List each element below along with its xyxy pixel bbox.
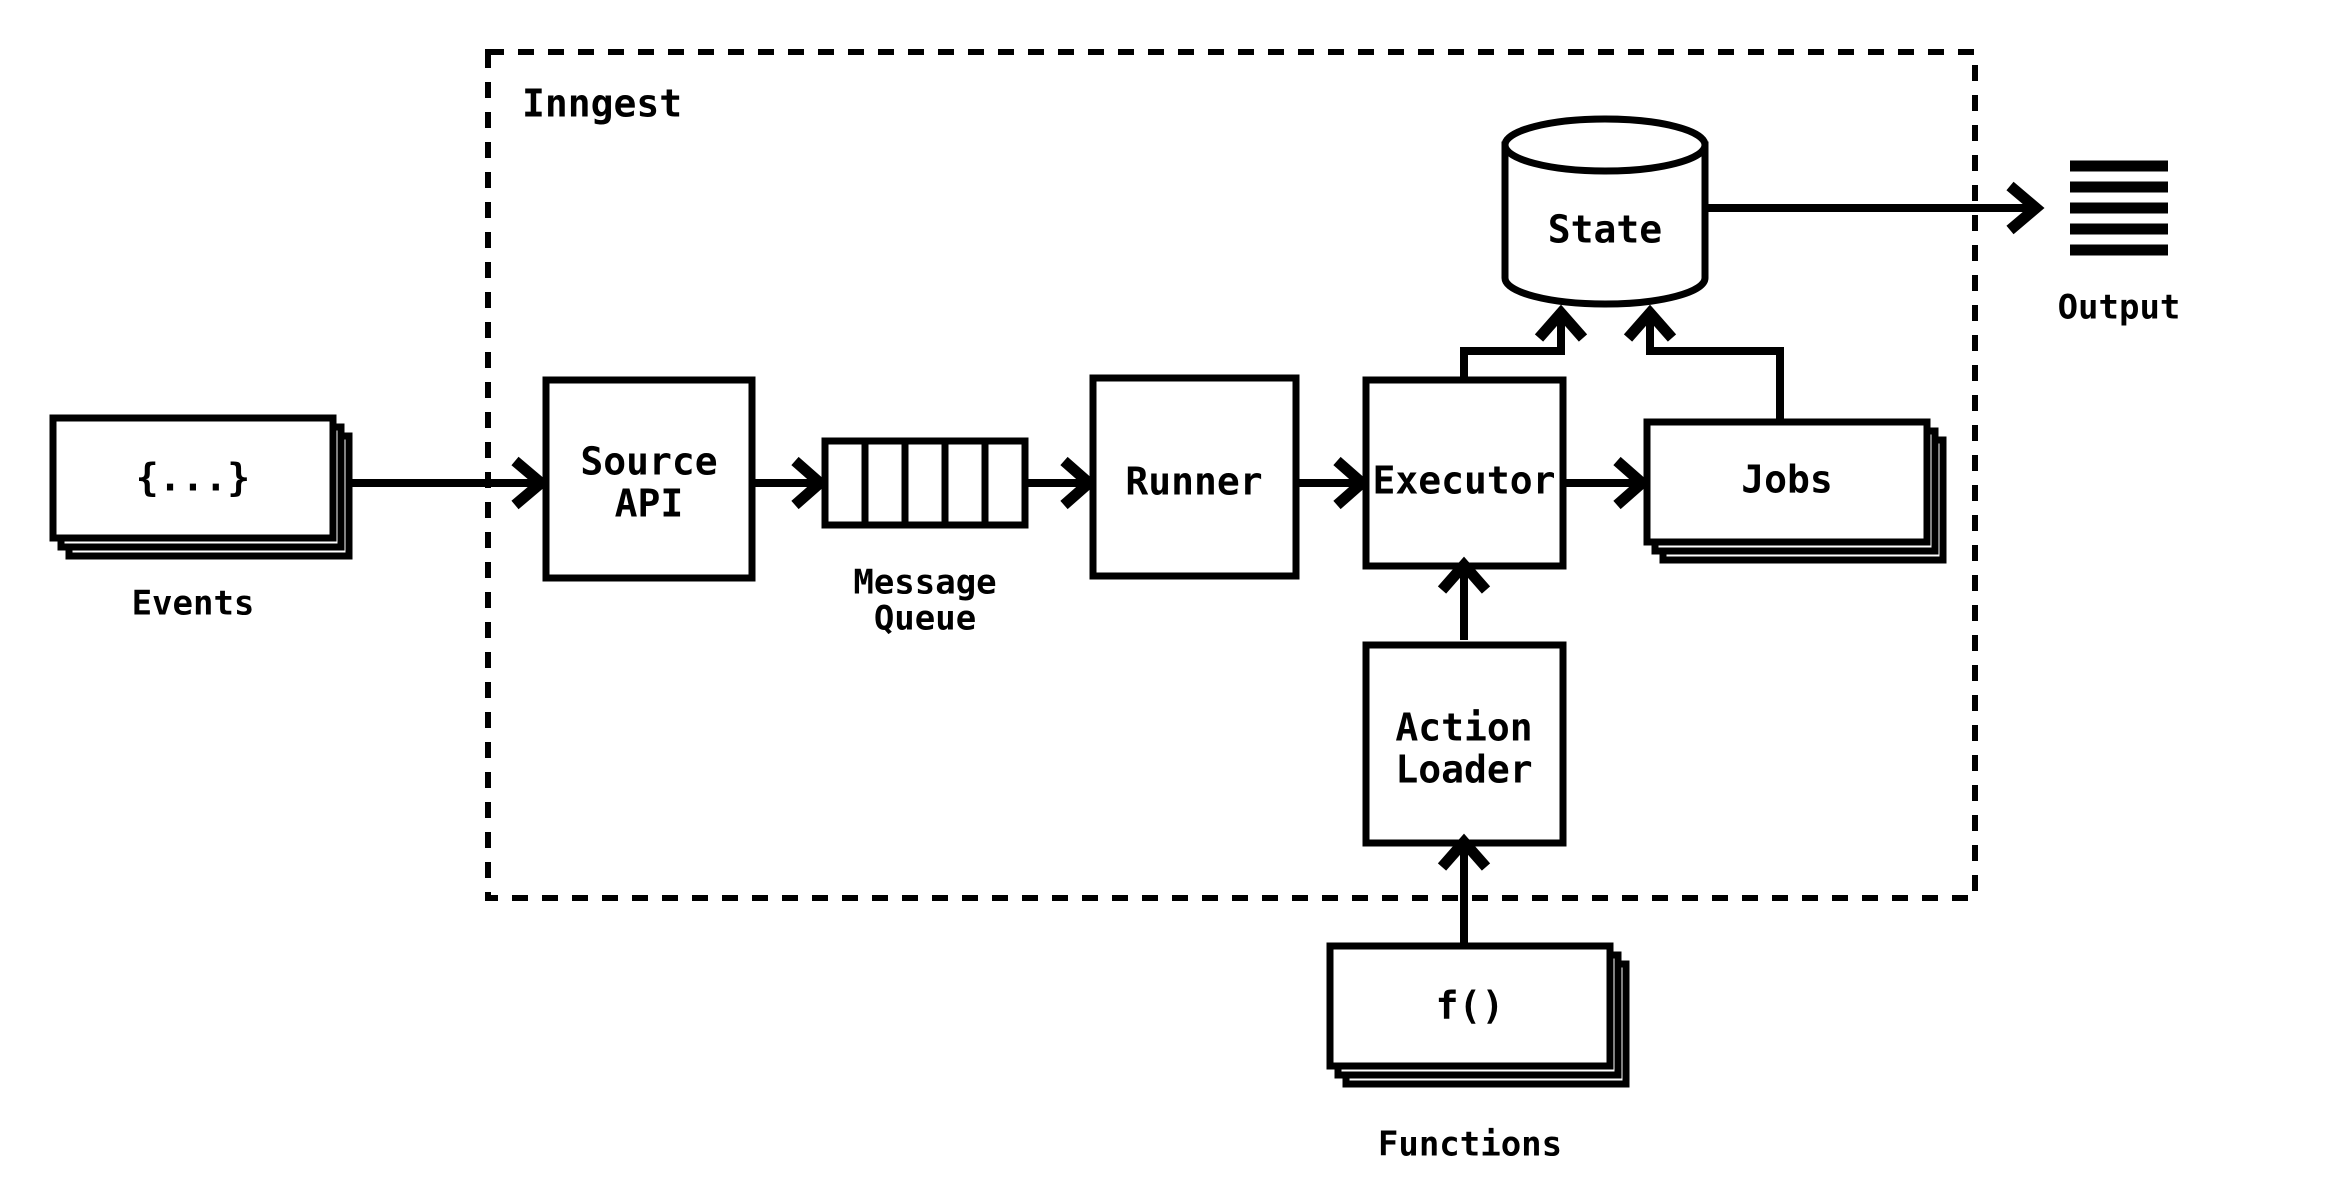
node-action-loader[interactable]: Action Loader bbox=[1362, 641, 1567, 847]
edge-state-to-output bbox=[1705, 181, 2045, 235]
jobs-label: Jobs bbox=[1741, 458, 1833, 502]
source-api-box bbox=[542, 376, 756, 582]
node-runner[interactable]: Runner bbox=[1089, 374, 1300, 580]
inngest-boundary bbox=[485, 49, 1978, 901]
edge-jobs-state-arrowhead bbox=[1623, 304, 1677, 342]
edge-runner-arrowhead bbox=[1333, 456, 1371, 510]
node-source-api[interactable]: Source API bbox=[542, 376, 756, 582]
events-stack-layer-1 bbox=[49, 414, 337, 542]
jobs-stack-layer-1 bbox=[1643, 418, 1931, 546]
inngest-boundary-title: Inngest bbox=[522, 82, 682, 126]
action-loader-label-line2: Loader bbox=[1395, 748, 1532, 792]
node-message-queue[interactable] bbox=[821, 437, 1029, 529]
edge-sourceapi-arrowhead bbox=[791, 456, 829, 510]
runner-box bbox=[1089, 374, 1300, 580]
events-caption: Events bbox=[132, 584, 255, 624]
node-jobs[interactable]: Jobs bbox=[1643, 418, 1947, 564]
message-queue-caption-line1: Message bbox=[853, 563, 996, 603]
action-loader-box bbox=[1362, 641, 1567, 847]
source-api-label-line1: Source bbox=[580, 440, 717, 484]
events-label: {...} bbox=[136, 456, 250, 500]
executor-label: Executor bbox=[1372, 459, 1555, 503]
edge-functions-to-action-loader bbox=[1437, 833, 1491, 945]
edge-executor-to-state bbox=[1460, 304, 1588, 380]
runner-label: Runner bbox=[1125, 460, 1262, 504]
node-functions[interactable]: f() bbox=[1326, 942, 1630, 1088]
edge-events-to-source-api bbox=[349, 456, 550, 510]
edge-executor-state-line bbox=[1460, 316, 1565, 380]
state-cylinder-body bbox=[1501, 141, 1709, 308]
edge-runner-to-executor bbox=[1296, 456, 1371, 510]
edge-al-executor-arrowhead bbox=[1437, 556, 1491, 594]
edge-state-output-arrowhead bbox=[2006, 181, 2045, 235]
edge-fn-al-arrowhead bbox=[1437, 833, 1491, 871]
edge-message-queue-to-runner bbox=[1025, 456, 1098, 510]
node-events[interactable]: {...} bbox=[49, 414, 353, 560]
edge-executor-jobs-arrowhead bbox=[1613, 456, 1651, 510]
edge-events-arrowhead bbox=[511, 456, 550, 510]
edge-executor-state-arrowhead bbox=[1534, 304, 1588, 342]
action-loader-label-line1: Action bbox=[1395, 706, 1532, 750]
functions-label: f() bbox=[1436, 984, 1505, 1028]
message-queue-caption-line2: Queue bbox=[874, 599, 976, 639]
edge-executor-to-jobs bbox=[1563, 456, 1651, 510]
edge-jobs-state-line bbox=[1646, 316, 1784, 422]
state-label: State bbox=[1548, 208, 1662, 252]
node-state[interactable]: State bbox=[1501, 115, 1709, 308]
node-executor[interactable]: Executor bbox=[1362, 376, 1567, 570]
state-cylinder-top bbox=[1501, 115, 1709, 175]
functions-stack-layer-1 bbox=[1326, 942, 1614, 1070]
source-api-label-line2: API bbox=[615, 482, 684, 526]
functions-caption: Functions bbox=[1378, 1125, 1562, 1165]
output-caption: Output bbox=[2058, 288, 2181, 328]
message-queue-body bbox=[821, 437, 1029, 529]
edge-jobs-to-state bbox=[1623, 304, 1784, 422]
edge-source-api-to-message-queue bbox=[752, 456, 829, 510]
output-icon[interactable] bbox=[2070, 160, 2168, 256]
edge-action-loader-to-executor bbox=[1437, 556, 1491, 640]
edge-mq-arrowhead bbox=[1060, 456, 1098, 510]
